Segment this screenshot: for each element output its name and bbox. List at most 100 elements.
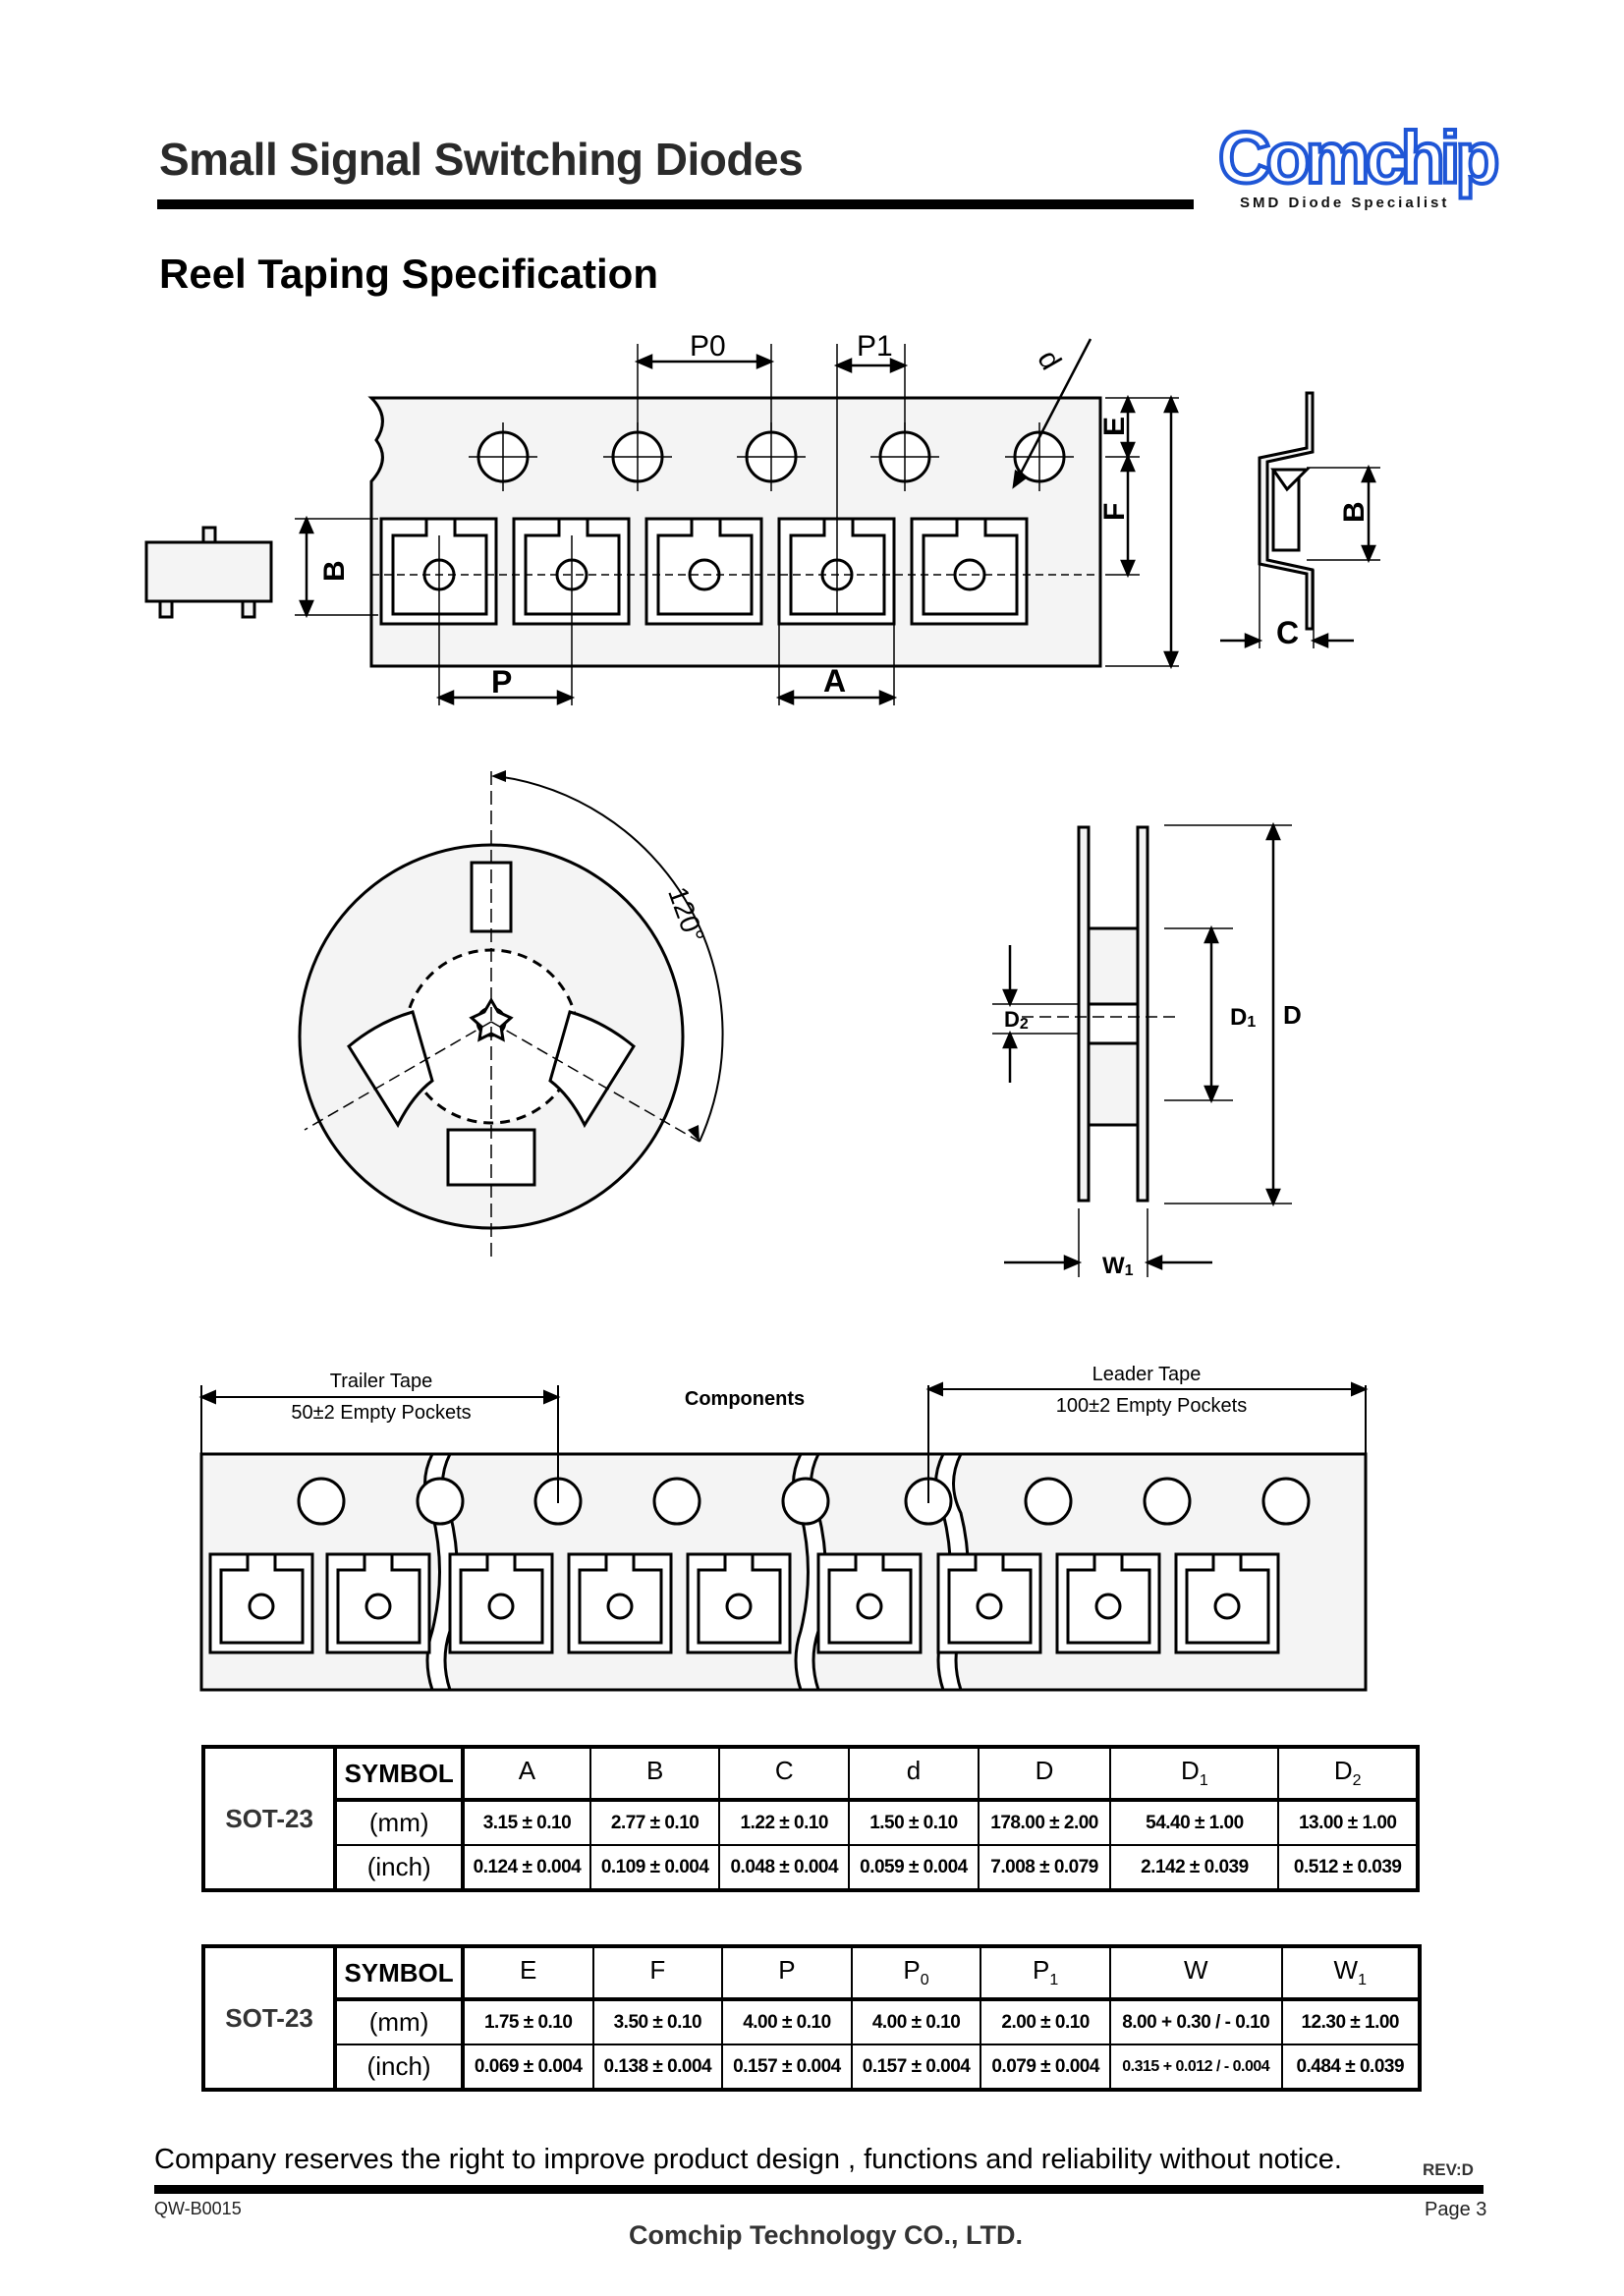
- table-cell: 0.157 ± 0.004: [721, 2044, 853, 2091]
- document-number: QW-B0015: [154, 2199, 242, 2218]
- leader-holes: [297, 1477, 1311, 1526]
- table-cell: 0.109 ± 0.004: [588, 1844, 721, 1891]
- trailer-tape-title: Trailer Tape: [330, 1371, 433, 1392]
- header-b: B: [588, 1746, 721, 1802]
- table-cell: 8.00 + 0.30 / - 0.10: [1108, 1998, 1283, 2045]
- tape-dimension-diagram: P0 P1 d E F B P A C B: [144, 330, 1380, 705]
- table-cell: 2.00 ± 0.10: [980, 1998, 1111, 2045]
- header-d: D: [977, 1746, 1112, 1802]
- label-p1: P1: [857, 330, 893, 363]
- label-c: C: [1276, 615, 1299, 650]
- table-cell: 2.77 ± 0.10: [588, 1799, 721, 1846]
- logo-wordmark: Comchip: [1216, 115, 1502, 200]
- table-cell: 3.15 ± 0.10: [462, 1799, 591, 1846]
- label-angle: 120°: [662, 883, 710, 947]
- table-cell: 0.315 + 0.012 / - 0.004: [1108, 2044, 1283, 2091]
- components-label: Components: [685, 1388, 805, 1410]
- label-e: E: [1098, 417, 1131, 436]
- reel-side-view: [1077, 825, 1149, 1203]
- row-label-mm: (mm): [334, 1799, 466, 1846]
- revision-label: REV:D: [1423, 2160, 1474, 2179]
- symbol-header: SYMBOL: [334, 1945, 465, 2001]
- label-w1-sub: 1: [1125, 1262, 1134, 1279]
- row-label-inch: (inch): [334, 2044, 465, 2091]
- table-cell: 0.079 ± 0.004: [980, 2044, 1111, 2091]
- leader-trailer-diagram: Trailer Tape 50±2 Empty Pockets Componen…: [198, 1364, 1369, 1692]
- table-cell: 1.22 ± 0.10: [718, 1799, 851, 1846]
- table-cell: 4.00 ± 0.10: [850, 1998, 982, 2045]
- svg-text:D2: D2: [1004, 1007, 1029, 1033]
- logo-tagline: SMD Diode Specialist: [1240, 195, 1450, 211]
- package-label: SOT-23: [201, 1746, 338, 1892]
- header-p: P: [721, 1945, 853, 2001]
- table-cell: 0.059 ± 0.004: [848, 1844, 980, 1891]
- page-number: Page 3: [1425, 2199, 1487, 2220]
- section-title: Reel Taping Specification: [159, 251, 658, 297]
- sot23-component: [144, 540, 273, 603]
- header-a: A: [462, 1746, 591, 1802]
- row-label-mm: (mm): [334, 1998, 465, 2045]
- header-f: F: [591, 1945, 724, 2001]
- header-e: E: [461, 1945, 594, 2001]
- document-title: Small Signal Switching Diodes: [159, 134, 804, 185]
- comchip-logo: Comchip SMD Diode Specialist: [1216, 115, 1502, 216]
- table-cell: 4.00 ± 0.10: [721, 1998, 853, 2045]
- dimension-table-2: SOT-23 SYMBOL E F P P0 P1 W W1 (mm) 1.75…: [201, 1944, 1422, 2092]
- table-cell: 0.124 ± 0.004: [462, 1844, 591, 1891]
- row-label-inch: (inch): [334, 1844, 466, 1891]
- header-w1: W1: [1280, 1945, 1421, 2001]
- leader-tape-sub: 100±2 Empty Pockets: [1056, 1395, 1247, 1417]
- svg-text:W1: W1: [1102, 1253, 1134, 1279]
- header-p1: P1: [980, 1945, 1111, 2001]
- disclaimer-note: Company reserves the right to improve pr…: [154, 2144, 1342, 2175]
- footer-rule: [154, 2185, 1484, 2194]
- dimension-table-1: SOT-23 SYMBOL A B C d D D1 D2 (mm) 3.15 …: [201, 1745, 1420, 1892]
- svg-text:D1: D1: [1230, 1004, 1256, 1031]
- header-d2: D2: [1277, 1746, 1419, 1802]
- header-p0: P0: [850, 1945, 982, 2001]
- label-p0: P0: [690, 330, 726, 363]
- table-cell: 3.50 ± 0.10: [591, 1998, 724, 2045]
- trailer-tape-sub: 50±2 Empty Pockets: [291, 1402, 471, 1424]
- leader-pockets: [208, 1552, 1280, 1654]
- header-w: W: [1108, 1945, 1283, 2001]
- table-cell: 7.008 ± 0.079: [977, 1844, 1112, 1891]
- symbol-header: SYMBOL: [334, 1746, 466, 1802]
- tape-pockets: [379, 517, 1029, 626]
- table-cell: 1.75 ± 0.10: [461, 1998, 594, 2045]
- label-d1: D: [1230, 1004, 1247, 1031]
- label-b-side: B: [1338, 501, 1371, 523]
- label-d2: D: [1004, 1007, 1020, 1032]
- label-d2-sub: 2: [1020, 1016, 1029, 1033]
- label-d: D: [1283, 1000, 1302, 1030]
- title-rule: [157, 199, 1194, 209]
- header-d1: D1: [1109, 1746, 1280, 1802]
- table-cell: 1.50 ± 0.10: [848, 1799, 980, 1846]
- table-cell: 0.069 ± 0.004: [461, 2044, 594, 2091]
- table-cell: 0.048 ± 0.004: [718, 1844, 851, 1891]
- table-cell: 178.00 ± 2.00: [977, 1799, 1112, 1846]
- leader-tape-title: Leader Tape: [1092, 1364, 1202, 1385]
- label-d: d: [1031, 345, 1067, 375]
- header-c: C: [718, 1746, 851, 1802]
- label-b: B: [318, 560, 351, 582]
- table-cell: 0.484 ± 0.039: [1280, 2044, 1421, 2091]
- package-label: SOT-23: [201, 1945, 338, 2092]
- table-cell: 12.30 ± 1.00: [1280, 1998, 1421, 2045]
- label-a: A: [823, 663, 846, 699]
- label-p: P: [491, 664, 512, 700]
- reel-diagram: 120°: [298, 770, 1302, 1279]
- company-name: Comchip Technology CO., LTD.: [629, 2220, 1023, 2250]
- label-w1: W: [1102, 1253, 1125, 1279]
- tape-side-profile: [1258, 391, 1315, 631]
- table-cell: 0.138 ± 0.004: [591, 2044, 724, 2091]
- table-cell: 2.142 ± 0.039: [1109, 1844, 1280, 1891]
- table-cell: 54.40 ± 1.00: [1109, 1799, 1280, 1846]
- label-f: F: [1098, 503, 1131, 521]
- table-cell: 0.512 ± 0.039: [1277, 1844, 1419, 1891]
- label-d1-sub: 1: [1247, 1014, 1256, 1031]
- table-cell: 13.00 ± 1.00: [1277, 1799, 1419, 1846]
- table-cell: 0.157 ± 0.004: [850, 2044, 982, 2091]
- header-d-small: d: [848, 1746, 980, 1802]
